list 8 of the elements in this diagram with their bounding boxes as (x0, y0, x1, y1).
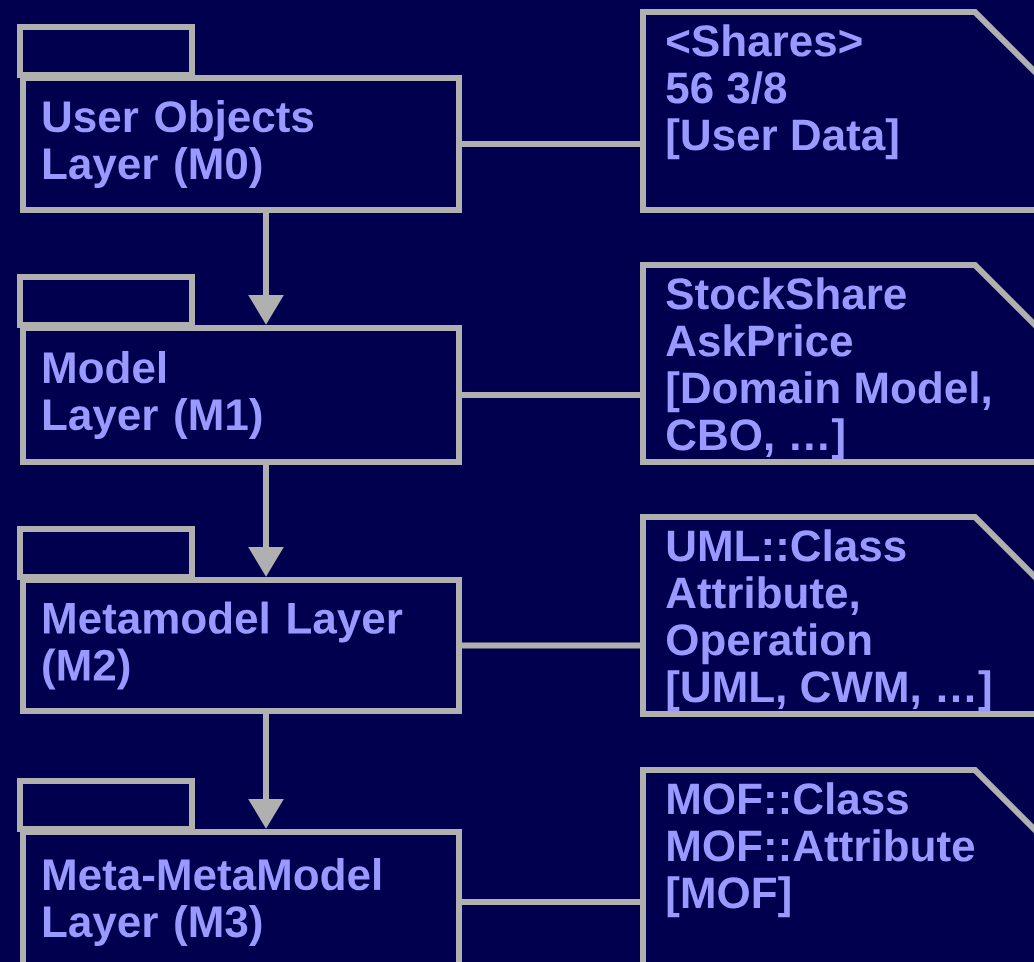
package-box: User Objects Layer (M0) (17, 24, 462, 213)
connector-line (462, 899, 643, 905)
package-box: Metamodel Layer (M2) (17, 526, 462, 714)
connector-line (462, 141, 643, 147)
package-box: Model Layer (M1) (17, 274, 462, 465)
connector-line (462, 642, 643, 649)
connector-line (462, 392, 643, 398)
package-box: Meta-MetaModel Layer (M3) (17, 778, 462, 962)
